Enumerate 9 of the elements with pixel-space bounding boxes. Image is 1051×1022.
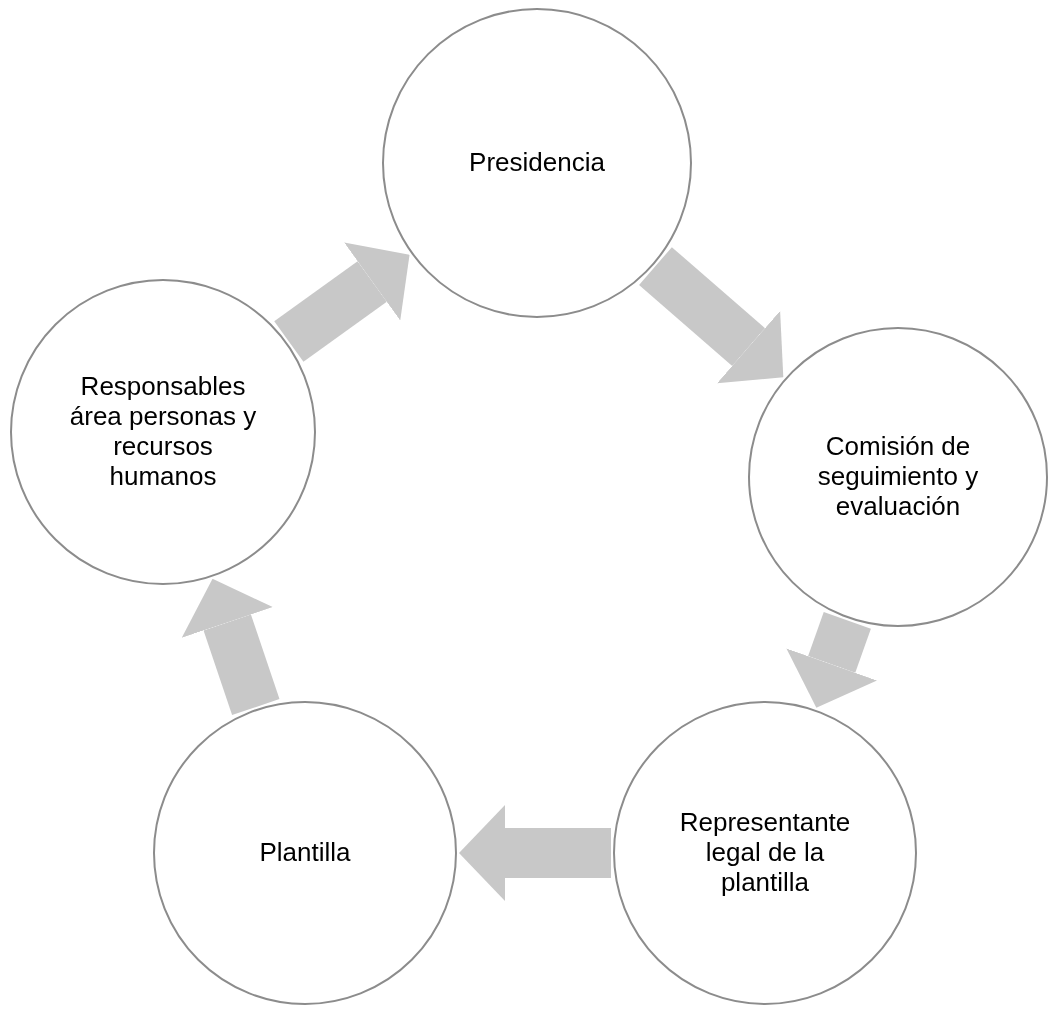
node-label: Representante legal de la plantilla (678, 808, 852, 898)
node-label: Presidencia (469, 148, 605, 178)
block-arrow (639, 247, 784, 384)
block-arrow (181, 578, 280, 716)
node-label: Plantilla (259, 838, 351, 868)
block-arrow (459, 805, 611, 901)
block-arrow (786, 612, 877, 708)
node-label: Responsables área personas y recursos humanos (68, 372, 258, 492)
node-label: Comisión de seguimiento y evaluación (816, 432, 980, 522)
